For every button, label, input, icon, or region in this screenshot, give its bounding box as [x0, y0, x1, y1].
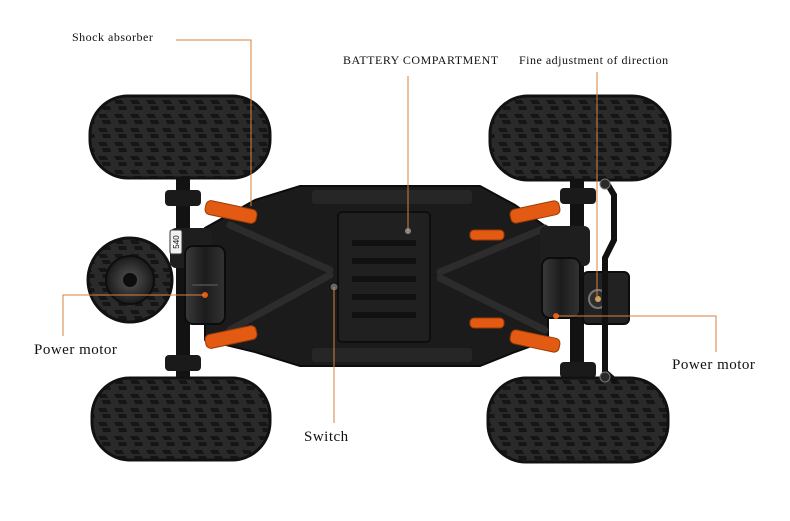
power-motor-right — [540, 226, 590, 319]
leader-lines — [62, 39, 717, 423]
motor-badge-text: 540 — [172, 235, 181, 249]
label-battery-compartment: BATTERY COMPARTMENT — [343, 53, 499, 67]
leader-power-motor-left — [62, 294, 205, 336]
shock-absorbers — [204, 200, 561, 353]
leader-shock-absorber — [176, 39, 252, 206]
label-power-motor-right: Power motor — [672, 357, 756, 373]
steering-servo — [582, 177, 630, 383]
tire-front-left — [88, 94, 272, 180]
tire-front-right — [488, 94, 672, 182]
tire-rear-right — [486, 376, 670, 464]
label-fine-adjustment: Fine adjustment of direction — [519, 53, 669, 67]
label-power-motor-left: Power motor — [34, 342, 118, 358]
leader-power-motor-right — [556, 315, 717, 352]
spare-tire — [86, 236, 174, 324]
label-shock-absorber: Shock absorber — [72, 30, 154, 44]
label-switch: Switch — [304, 429, 349, 445]
motor-badge: 540 — [169, 229, 183, 255]
suspension-links — [226, 221, 549, 334]
tire-rear-left — [90, 376, 272, 462]
battery-compartment — [337, 211, 431, 343]
axle-left — [165, 170, 201, 395]
